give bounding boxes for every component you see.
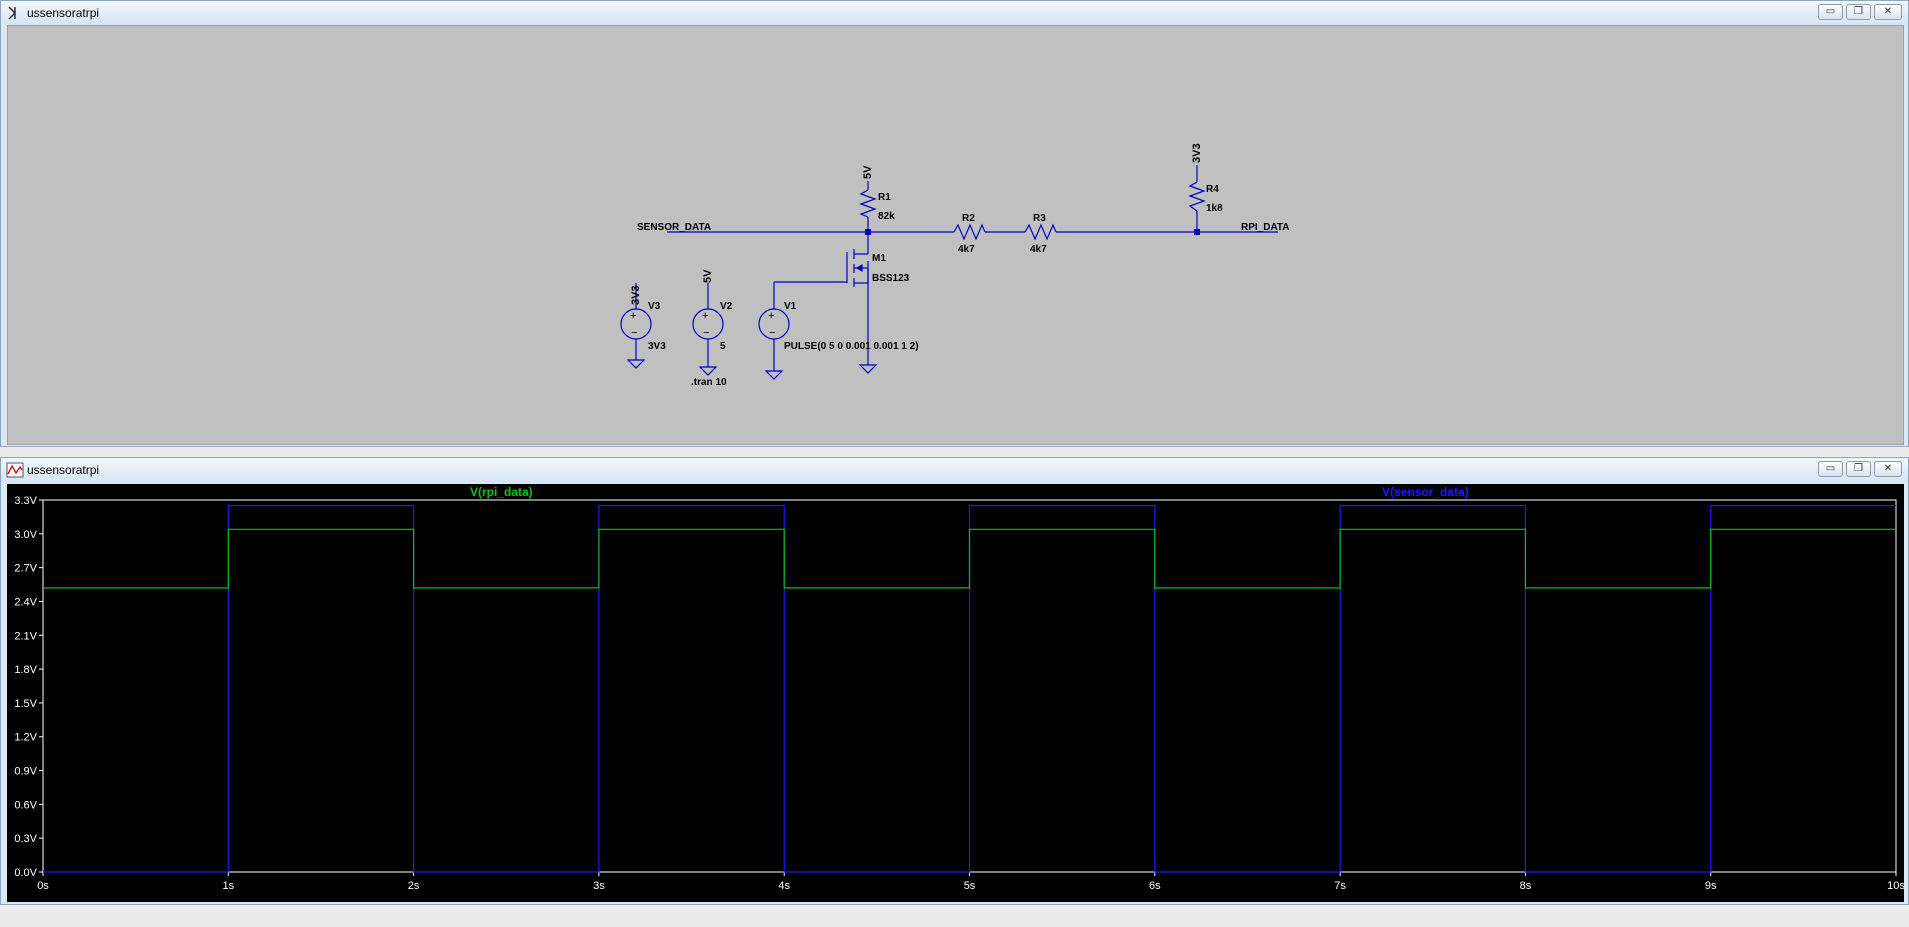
y-tick-label: 3.3V	[14, 495, 37, 507]
minimize-button[interactable]: ▭	[1818, 4, 1843, 20]
waveform-titlebar[interactable]: ussensoratrpi ▭ ❐ ✕	[1, 458, 1908, 482]
v1-ground	[764, 370, 784, 380]
r3-name: R3	[1033, 213, 1046, 224]
r1-value: 82k	[878, 211, 895, 222]
x-tick-label: 9s	[1705, 880, 1717, 892]
y-tick-label: 0.6V	[14, 799, 37, 811]
svg-text:+: +	[630, 310, 636, 322]
r3-value: 4k7	[1030, 244, 1047, 255]
tran-directive[interactable]: .tran 10	[691, 377, 727, 388]
v1-name: V1	[784, 301, 797, 312]
trace-series-0	[43, 528, 1896, 589]
x-tick-label: 7s	[1334, 880, 1346, 892]
r1-name: R1	[878, 192, 891, 203]
x-tick-label: 10s	[1887, 880, 1904, 892]
schematic-canvas[interactable]: + − + − + − SENSOR_DATA RPI_DATA 5V 3V3 3V3…	[7, 25, 1904, 445]
r1-resistor[interactable]	[859, 189, 877, 218]
rail-label-v3: 3V3	[630, 285, 642, 305]
svg-text:−: −	[769, 327, 775, 339]
x-tick-label: 6s	[1149, 880, 1161, 892]
y-tick-label: 2.7V	[14, 563, 37, 575]
y-tick-label: 2.1V	[14, 630, 37, 642]
r4-resistor[interactable]	[1188, 181, 1206, 212]
rail-label-r4: 3V3	[1191, 143, 1203, 163]
svg-text:−: −	[631, 327, 637, 339]
restore-button[interactable]: ❐	[1846, 461, 1871, 477]
restore-button[interactable]: ❐	[1846, 4, 1871, 20]
m1-name: M1	[872, 253, 886, 264]
junction-r1	[865, 229, 871, 235]
y-tick-label: 0.9V	[14, 766, 37, 778]
v2-value: 5	[720, 341, 726, 352]
m1-ground	[858, 364, 878, 374]
v3-ground	[626, 359, 646, 369]
y-tick-label: 1.5V	[14, 698, 37, 710]
waveform-window: ussensoratrpi ▭ ❐ ✕ 0.0V 0.3V 0.6V 0.9V 1.2V…	[0, 457, 1909, 905]
x-tick-label: 5s	[964, 880, 976, 892]
v2-ground	[698, 366, 718, 376]
close-button[interactable]: ✕	[1874, 4, 1902, 20]
x-tick-label: 4s	[778, 880, 790, 892]
schematic-window: ussensoratrpi ▭ ❐ ✕	[0, 0, 1909, 447]
r3-resistor[interactable]	[1024, 223, 1057, 241]
svg-text:+: +	[768, 310, 774, 322]
m1-value: BSS123	[872, 273, 910, 284]
v3-name: V3	[648, 301, 661, 312]
v3-value: 3V3	[648, 341, 666, 352]
x-tick-label: 2s	[408, 880, 420, 892]
x-tick-label: 1s	[222, 880, 234, 892]
net-label-rpi-data: RPI_DATA	[1241, 222, 1290, 233]
close-button[interactable]: ✕	[1874, 461, 1902, 477]
r2-name: R2	[962, 213, 975, 224]
v1-value: PULSE(0 5 0 0.001 0.001 1 2)	[784, 341, 919, 352]
legend-series-1[interactable]: V(sensor_data)	[1382, 485, 1469, 499]
schematic-icon	[8, 6, 16, 20]
y-tick-label: 3.0V	[14, 529, 37, 541]
r2-resistor[interactable]	[953, 223, 986, 241]
legend-series-0[interactable]: V(rpi_data)	[470, 485, 533, 499]
svg-text:−: −	[703, 327, 709, 339]
schematic-titlebar[interactable]: ussensoratrpi ▭ ❐ ✕	[1, 1, 1908, 25]
y-tick-label: 1.8V	[14, 664, 37, 676]
svg-text:+: +	[702, 310, 708, 322]
y-tick-label: 0.3V	[14, 833, 37, 845]
x-tick-label: 0s	[37, 880, 49, 892]
y-tick-label: 1.2V	[14, 732, 37, 744]
plot-background	[7, 484, 1904, 902]
waveform-icon	[6, 462, 24, 478]
x-tick-label: 8s	[1520, 880, 1532, 892]
minimize-button[interactable]: ▭	[1818, 461, 1843, 477]
x-tick-label: 3s	[593, 880, 605, 892]
schematic-title: ussensoratrpi	[27, 6, 100, 20]
waveform-plot[interactable]: 0.0V 0.3V 0.6V 0.9V 1.2V 1.5V 1.8V 2.1V 2.4V 2.7V…	[7, 484, 1904, 902]
r4-value: 1k8	[1206, 203, 1223, 214]
y-tick-label: 0.0V	[14, 867, 37, 879]
waveform-title: ussensoratrpi	[27, 463, 100, 477]
r4-name: R4	[1206, 184, 1219, 195]
r2-value: 4k7	[958, 244, 975, 255]
rail-label-r1: 5V	[862, 165, 874, 179]
y-tick-label: 2.4V	[14, 596, 37, 608]
junction-r4	[1194, 229, 1200, 235]
v2-name: V2	[720, 301, 733, 312]
rail-label-v2: 5V	[702, 269, 714, 283]
net-label-sensor-data: SENSOR_DATA	[637, 222, 711, 233]
m1-mosfet[interactable]	[774, 232, 869, 365]
